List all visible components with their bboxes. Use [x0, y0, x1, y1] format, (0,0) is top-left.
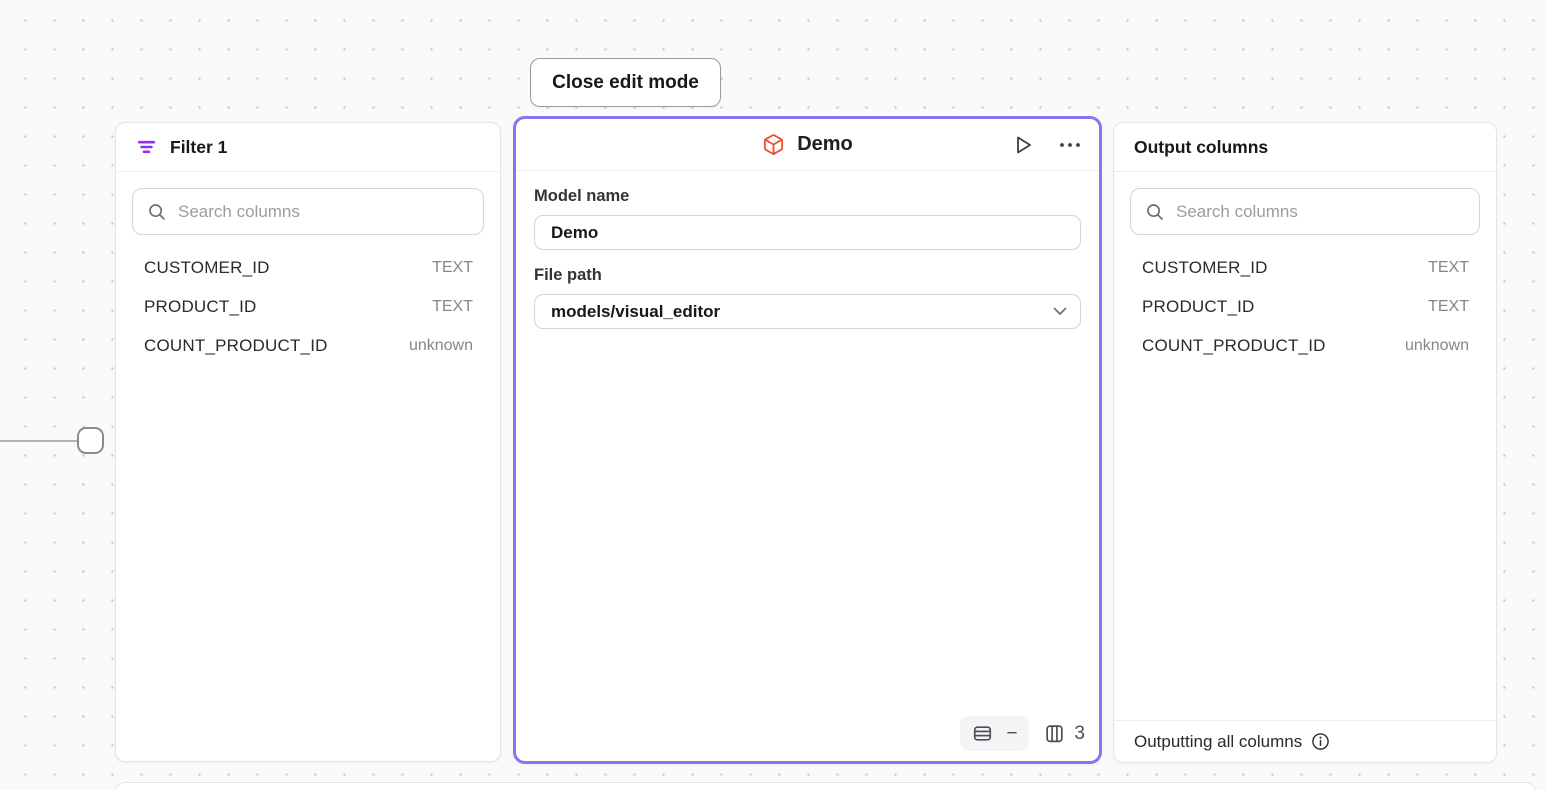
output-column-list: CUSTOMER_ID TEXT PRODUCT_ID TEXT COUNT_P…: [1114, 248, 1496, 365]
column-name: COUNT_PRODUCT_ID: [144, 335, 328, 355]
output-footer-text: Outputting all columns: [1134, 731, 1303, 751]
column-row[interactable]: COUNT_PRODUCT_ID unknown: [1114, 326, 1496, 365]
output-search-input[interactable]: [1176, 201, 1465, 222]
model-name-label: Model name: [534, 187, 630, 205]
file-path-label: File path: [534, 266, 602, 284]
column-count-badge[interactable]: 3: [1044, 723, 1085, 745]
info-icon[interactable]: [1311, 732, 1330, 751]
filter-panel-header: Filter 1: [116, 123, 500, 172]
column-type: TEXT: [432, 297, 473, 315]
column-row[interactable]: CUSTOMER_ID TEXT: [116, 248, 500, 287]
column-type: TEXT: [1428, 297, 1469, 315]
model-panel-selected[interactable]: Demo: [513, 116, 1102, 764]
output-search-box[interactable]: [1130, 188, 1480, 235]
model-cube-icon: [762, 133, 785, 156]
table-rows-icon: [972, 723, 993, 744]
column-name: CUSTOMER_ID: [1142, 257, 1268, 277]
column-name: COUNT_PRODUCT_ID: [1142, 335, 1326, 355]
row-count-badge[interactable]: −: [960, 716, 1030, 751]
model-panel-header: Demo: [516, 119, 1099, 171]
output-panel-title: Output columns: [1134, 136, 1269, 157]
close-edit-mode-button[interactable]: Close edit mode: [530, 58, 721, 107]
chevron-down-icon: [1053, 307, 1067, 316]
model-panel-title: Demo: [797, 133, 853, 155]
row-count-value: −: [1006, 722, 1018, 744]
run-model-button[interactable]: [1009, 131, 1037, 159]
filter-icon: [136, 137, 157, 157]
column-count-value: 3: [1074, 722, 1085, 744]
play-icon: [1011, 133, 1035, 157]
column-name: PRODUCT_ID: [144, 296, 257, 316]
model-stats-footer: − 3: [960, 716, 1085, 751]
filter-search-box[interactable]: [132, 188, 484, 235]
column-type: unknown: [1404, 336, 1469, 354]
edge-connector-line: [0, 440, 78, 442]
ellipsis-icon: [1059, 142, 1081, 148]
column-row[interactable]: CUSTOMER_ID TEXT: [1114, 248, 1496, 287]
file-path-value: models/visual_editor: [551, 301, 721, 321]
column-row[interactable]: PRODUCT_ID TEXT: [1114, 287, 1496, 326]
output-panel-footer: Outputting all columns: [1114, 720, 1496, 762]
output-columns-panel[interactable]: Output columns CUSTOMER_ID TEXT PRODUCT_…: [1113, 122, 1497, 763]
more-options-button[interactable]: [1057, 140, 1083, 150]
output-panel-header: Output columns: [1114, 123, 1496, 172]
filter-panel-title: Filter 1: [170, 136, 228, 157]
table-columns-icon: [1044, 723, 1065, 744]
column-name: PRODUCT_ID: [1142, 296, 1255, 316]
column-type: TEXT: [432, 258, 473, 276]
column-name: CUSTOMER_ID: [144, 257, 270, 277]
filter-column-list: CUSTOMER_ID TEXT PRODUCT_ID TEXT COUNT_P…: [116, 248, 500, 365]
edge-connector-handle[interactable]: [77, 427, 104, 454]
bottom-panel-edge: [115, 782, 1536, 790]
column-row[interactable]: COUNT_PRODUCT_ID unknown: [116, 326, 500, 365]
file-path-select[interactable]: models/visual_editor: [534, 294, 1081, 329]
filter-panel[interactable]: Filter 1 CUSTOMER_ID TEXT PRODUCT_ID TEX…: [115, 122, 501, 762]
column-row[interactable]: PRODUCT_ID TEXT: [116, 287, 500, 326]
column-type: TEXT: [1428, 258, 1469, 276]
search-icon: [147, 202, 167, 222]
column-type: unknown: [408, 336, 473, 354]
search-icon: [1145, 202, 1165, 222]
filter-search-input[interactable]: [178, 201, 469, 222]
model-name-input[interactable]: [534, 215, 1081, 250]
